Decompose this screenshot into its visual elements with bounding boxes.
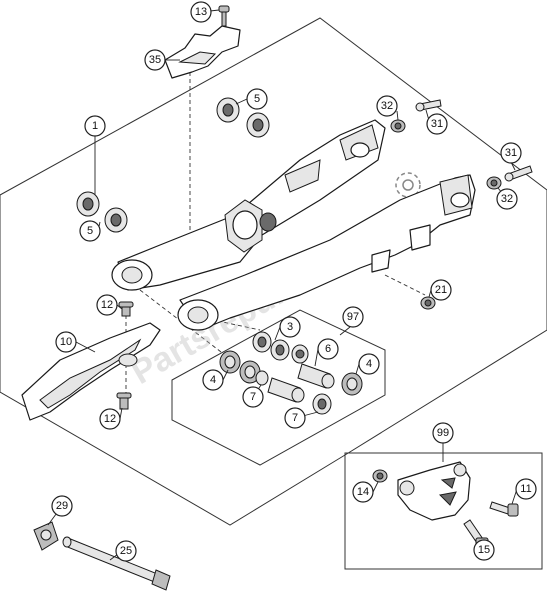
chain-guide-part xyxy=(397,461,471,521)
seal-4-part xyxy=(219,350,363,396)
svg-text:32: 32 xyxy=(381,100,393,112)
callout-5: 5 xyxy=(79,220,101,242)
callout-32: 32 xyxy=(496,188,518,210)
callout-1: 1 xyxy=(84,115,106,137)
svg-text:14: 14 xyxy=(357,486,369,498)
svg-text:6: 6 xyxy=(325,343,331,355)
callout-4: 4 xyxy=(202,369,224,391)
callout-31: 31 xyxy=(426,113,448,135)
callout-21: 21 xyxy=(430,279,452,301)
callout-99: 99 xyxy=(432,422,454,444)
svg-text:7: 7 xyxy=(250,391,256,403)
svg-text:29: 29 xyxy=(56,500,68,512)
svg-text:32: 32 xyxy=(501,193,513,205)
callout-6: 6 xyxy=(317,338,339,360)
svg-text:7: 7 xyxy=(292,412,298,424)
gear-watermark-icon xyxy=(395,172,421,198)
nut-32-lower-part xyxy=(486,176,502,190)
callout-7: 7 xyxy=(284,407,306,429)
assembly-line xyxy=(139,289,226,356)
sleeve-6-part xyxy=(267,363,335,403)
svg-text:15: 15 xyxy=(478,544,490,556)
svg-text:11: 11 xyxy=(520,483,531,495)
svg-text:35: 35 xyxy=(149,54,161,66)
svg-text:97: 97 xyxy=(347,311,359,323)
callout-3: 3 xyxy=(279,316,301,338)
callout-15: 15 xyxy=(473,539,495,561)
pin-31-lower-part xyxy=(504,165,533,182)
callout-13: 13 xyxy=(190,1,212,23)
callout-31: 31 xyxy=(500,142,522,164)
svg-text:12: 12 xyxy=(104,413,116,425)
callout-4: 4 xyxy=(358,353,380,375)
nut-21-part xyxy=(420,296,436,310)
svg-text:5: 5 xyxy=(254,93,260,105)
svg-text:10: 10 xyxy=(60,336,72,348)
svg-text:3: 3 xyxy=(287,321,293,333)
swingarm-part xyxy=(111,119,476,331)
bearing-kit-frame xyxy=(171,309,386,466)
chain-guide-kit-frame xyxy=(344,452,543,570)
callout-29: 29 xyxy=(51,495,73,517)
chain-guide-mount-part xyxy=(164,25,241,79)
chain-adjuster-29-part xyxy=(33,521,59,551)
nut-14-part xyxy=(372,469,388,483)
callout-12: 12 xyxy=(96,294,118,316)
callout-25: 25 xyxy=(115,540,137,562)
screw-12-lower-part xyxy=(116,392,132,410)
callout-97: 97 xyxy=(342,306,364,328)
pin-31-upper-part xyxy=(415,99,442,112)
callout-12: 12 xyxy=(99,408,121,430)
callout-10: 10 xyxy=(55,331,77,353)
svg-text:31: 31 xyxy=(431,118,443,130)
svg-text:4: 4 xyxy=(366,358,372,370)
nut-32-upper-part xyxy=(390,119,406,133)
bearing-3-part xyxy=(252,331,309,364)
svg-text:12: 12 xyxy=(101,299,113,311)
svg-text:99: 99 xyxy=(437,427,449,439)
callout-5: 5 xyxy=(246,88,268,110)
bushing-5-upper-part xyxy=(216,97,270,138)
bushing-5-lower-part xyxy=(76,191,128,233)
chain-slider-part xyxy=(21,322,161,421)
svg-text:1: 1 xyxy=(92,120,98,132)
svg-text:5: 5 xyxy=(87,225,93,237)
axle-25-part xyxy=(62,536,171,591)
assembly-line xyxy=(384,274,426,296)
callout-14: 14 xyxy=(352,481,374,503)
callout-32: 32 xyxy=(376,95,398,117)
svg-text:21: 21 xyxy=(435,284,447,296)
callout-7: 7 xyxy=(242,386,264,408)
screw-12-upper-part xyxy=(118,301,134,317)
washer-7-part xyxy=(255,370,332,415)
svg-text:31: 31 xyxy=(505,147,517,159)
svg-text:25: 25 xyxy=(120,545,132,557)
svg-text:4: 4 xyxy=(210,374,216,386)
callout-35: 35 xyxy=(144,49,166,71)
screw-13-part xyxy=(218,5,230,27)
svg-text:13: 13 xyxy=(195,6,207,18)
callout-11: 11 xyxy=(515,478,537,500)
assembly-line xyxy=(189,314,261,331)
screw-11-part xyxy=(489,501,519,517)
